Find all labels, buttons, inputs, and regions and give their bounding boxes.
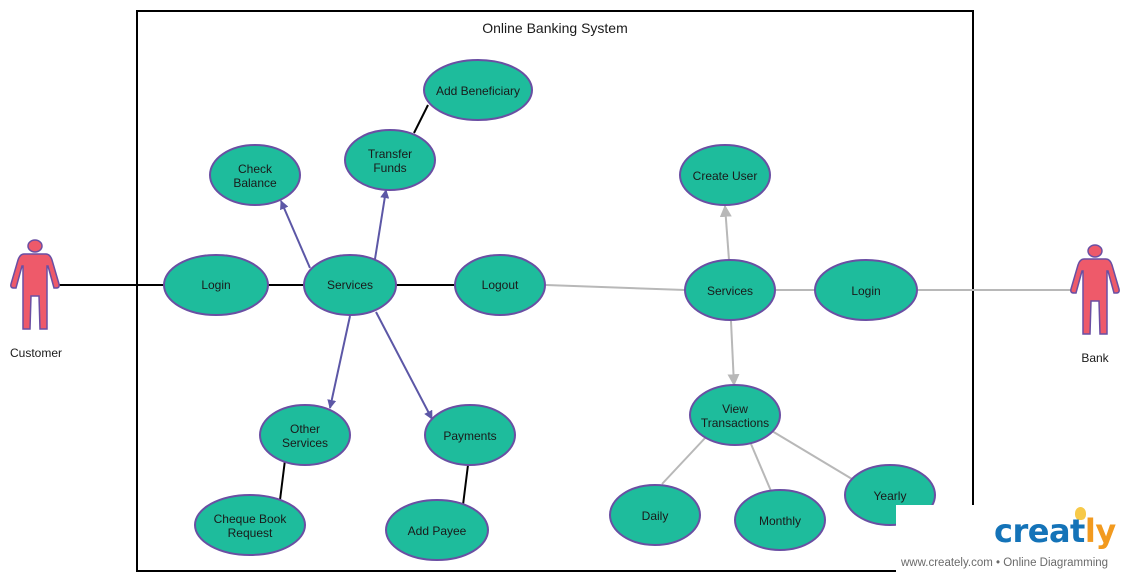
arrow-services-transfer xyxy=(374,189,390,260)
assoc-payments-payee xyxy=(462,464,469,506)
usecase-login-left[interactable]: Login xyxy=(163,254,269,316)
creately-logo[interactable]: creatly xyxy=(994,511,1116,551)
usecase-payments[interactable]: Payments xyxy=(424,404,516,466)
usecase-monthly[interactable]: Monthly xyxy=(734,489,826,551)
usecase-transfer-funds[interactable]: Transfer Funds xyxy=(344,129,436,191)
usecase-services-left[interactable]: Services xyxy=(303,254,397,316)
usecase-services-right[interactable]: Services xyxy=(684,259,776,321)
logo-main-text: creat xyxy=(994,512,1085,550)
usecase-label-line2: Balance xyxy=(233,176,277,190)
usecase-view-transactions[interactable]: View Transactions xyxy=(689,384,781,446)
usecase-label-line2: Request xyxy=(228,526,273,540)
usecase-label: Yearly xyxy=(874,489,907,503)
system-title: Online Banking System xyxy=(482,20,628,36)
usecase-daily[interactable]: Daily xyxy=(609,484,701,546)
usecase-label: Services xyxy=(707,284,753,298)
assoc-other-cheque xyxy=(279,459,286,501)
actor-bank-figure xyxy=(1070,244,1120,335)
usecase-label-line1: Transfer xyxy=(368,147,412,161)
usecase-label-line2: Funds xyxy=(373,161,406,175)
usecase-add-beneficiary[interactable]: Add Beneficiary xyxy=(423,59,533,121)
usecase-label-line2: Services xyxy=(282,436,328,450)
usecase-label: Services xyxy=(327,278,373,292)
usecase-label: Add Beneficiary xyxy=(436,84,520,98)
lightbulb-icon xyxy=(1075,507,1086,520)
usecase-label-line1: Check xyxy=(238,162,273,176)
actor-customer[interactable]: Customer xyxy=(10,239,62,360)
arrow-services-createuser xyxy=(719,204,732,261)
usecase-check-balance[interactable]: Check Balance xyxy=(209,144,301,206)
arrow-services-other xyxy=(327,315,351,409)
usecase-label: Login xyxy=(851,284,880,298)
logo-accent-text: ly xyxy=(1084,512,1116,550)
creately-tagline[interactable]: www.creately.com • Online Diagramming xyxy=(901,557,1109,569)
actor-customer-figure xyxy=(10,239,60,330)
actor-bank-label: Bank xyxy=(1081,351,1109,365)
usecase-label-line1: View xyxy=(722,402,748,416)
usecase-other-services[interactable]: Other Services xyxy=(259,404,351,466)
arrow-services-payments xyxy=(375,311,433,420)
creately-branding: creatly www.creately.com • Online Diagra… xyxy=(896,505,1130,580)
usecase-logout[interactable]: Logout xyxy=(454,254,546,316)
usecase-label: Payments xyxy=(443,429,496,443)
usecase-label: Add Payee xyxy=(408,524,467,538)
usecase-create-user[interactable]: Create User xyxy=(679,144,771,206)
usecase-label-line2: Transactions xyxy=(701,416,769,430)
usecase-label: Create User xyxy=(693,169,758,183)
assoc-view-daily xyxy=(661,436,707,485)
actor-customer-label: Customer xyxy=(10,346,62,360)
arrow-services-checkbalance xyxy=(280,200,311,269)
usecase-label: Login xyxy=(201,278,230,292)
arrow-services-viewtransactions xyxy=(727,320,740,387)
usecase-label-line1: Other xyxy=(290,422,320,436)
assoc-view-monthly xyxy=(750,443,772,492)
assoc-logout-services-right xyxy=(545,284,686,291)
usecase-label: Monthly xyxy=(759,514,801,528)
actor-bank[interactable]: Bank xyxy=(1070,244,1120,365)
usecase-label: Daily xyxy=(642,509,669,523)
usecase-add-payee[interactable]: Add Payee xyxy=(385,499,489,561)
assoc-transfer-beneficiary xyxy=(413,104,429,134)
usecase-login-right[interactable]: Login xyxy=(814,259,918,321)
usecase-label: Logout xyxy=(482,278,519,292)
assoc-view-yearly xyxy=(771,430,853,480)
usecase-cheque-book-request[interactable]: Cheque Book Request xyxy=(194,494,306,556)
usecase-label-line1: Cheque Book xyxy=(214,512,288,526)
